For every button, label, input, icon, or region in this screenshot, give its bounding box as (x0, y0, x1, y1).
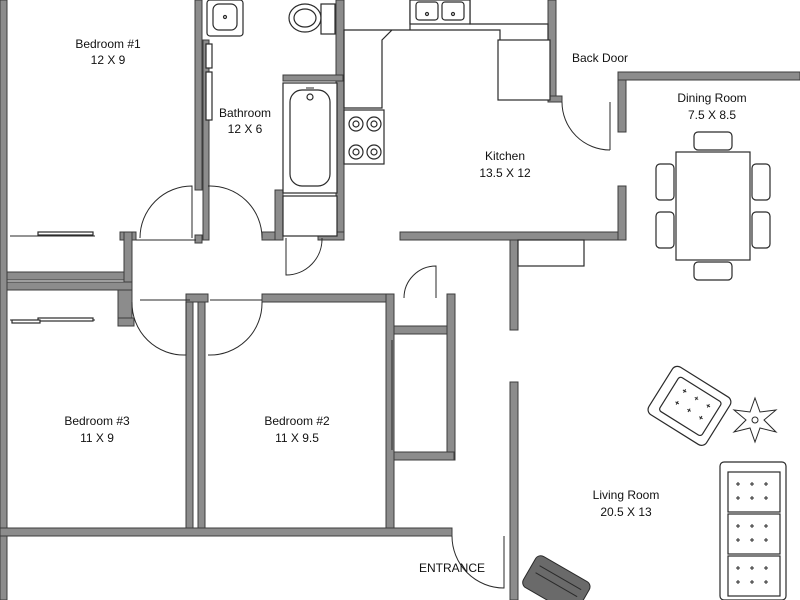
bathroom-size: 12 X 6 (228, 122, 263, 136)
piano (522, 555, 591, 600)
dining-table (655, 131, 771, 281)
back-door-label: Back Door (572, 51, 628, 65)
kitchen-fixtures (343, 0, 585, 267)
bedroom1-name: Bedroom #1 (75, 37, 141, 51)
dining-size: 7.5 X 8.5 (688, 108, 736, 122)
living-furniture (522, 365, 787, 600)
kitchen-name: Kitchen (485, 149, 525, 163)
bedroom2-name: Bedroom #2 (264, 414, 330, 428)
bedroom1-size: 12 X 9 (91, 53, 126, 67)
sofa (719, 461, 787, 600)
bathroom-fixtures (205, 0, 338, 237)
room-labels: Bedroom #1 12 X 9 Bathroom 12 X 6 Kitche… (64, 37, 746, 575)
entrance-label: ENTRANCE (419, 561, 485, 575)
armchair (647, 365, 732, 446)
kitchen-size: 13.5 X 12 (479, 166, 531, 180)
dining-name: Dining Room (677, 91, 746, 105)
plant (732, 396, 778, 444)
bedroom3-size: 11 X 9 (80, 431, 114, 445)
bathroom-name: Bathroom (219, 106, 271, 120)
doors (131, 101, 611, 589)
living-size: 20.5 X 13 (600, 505, 652, 519)
closet-sliders (10, 231, 393, 450)
bedroom3-name: Bedroom #3 (64, 414, 130, 428)
living-name: Living Room (593, 488, 660, 502)
bedroom2-size: 11 X 9.5 (275, 431, 319, 445)
